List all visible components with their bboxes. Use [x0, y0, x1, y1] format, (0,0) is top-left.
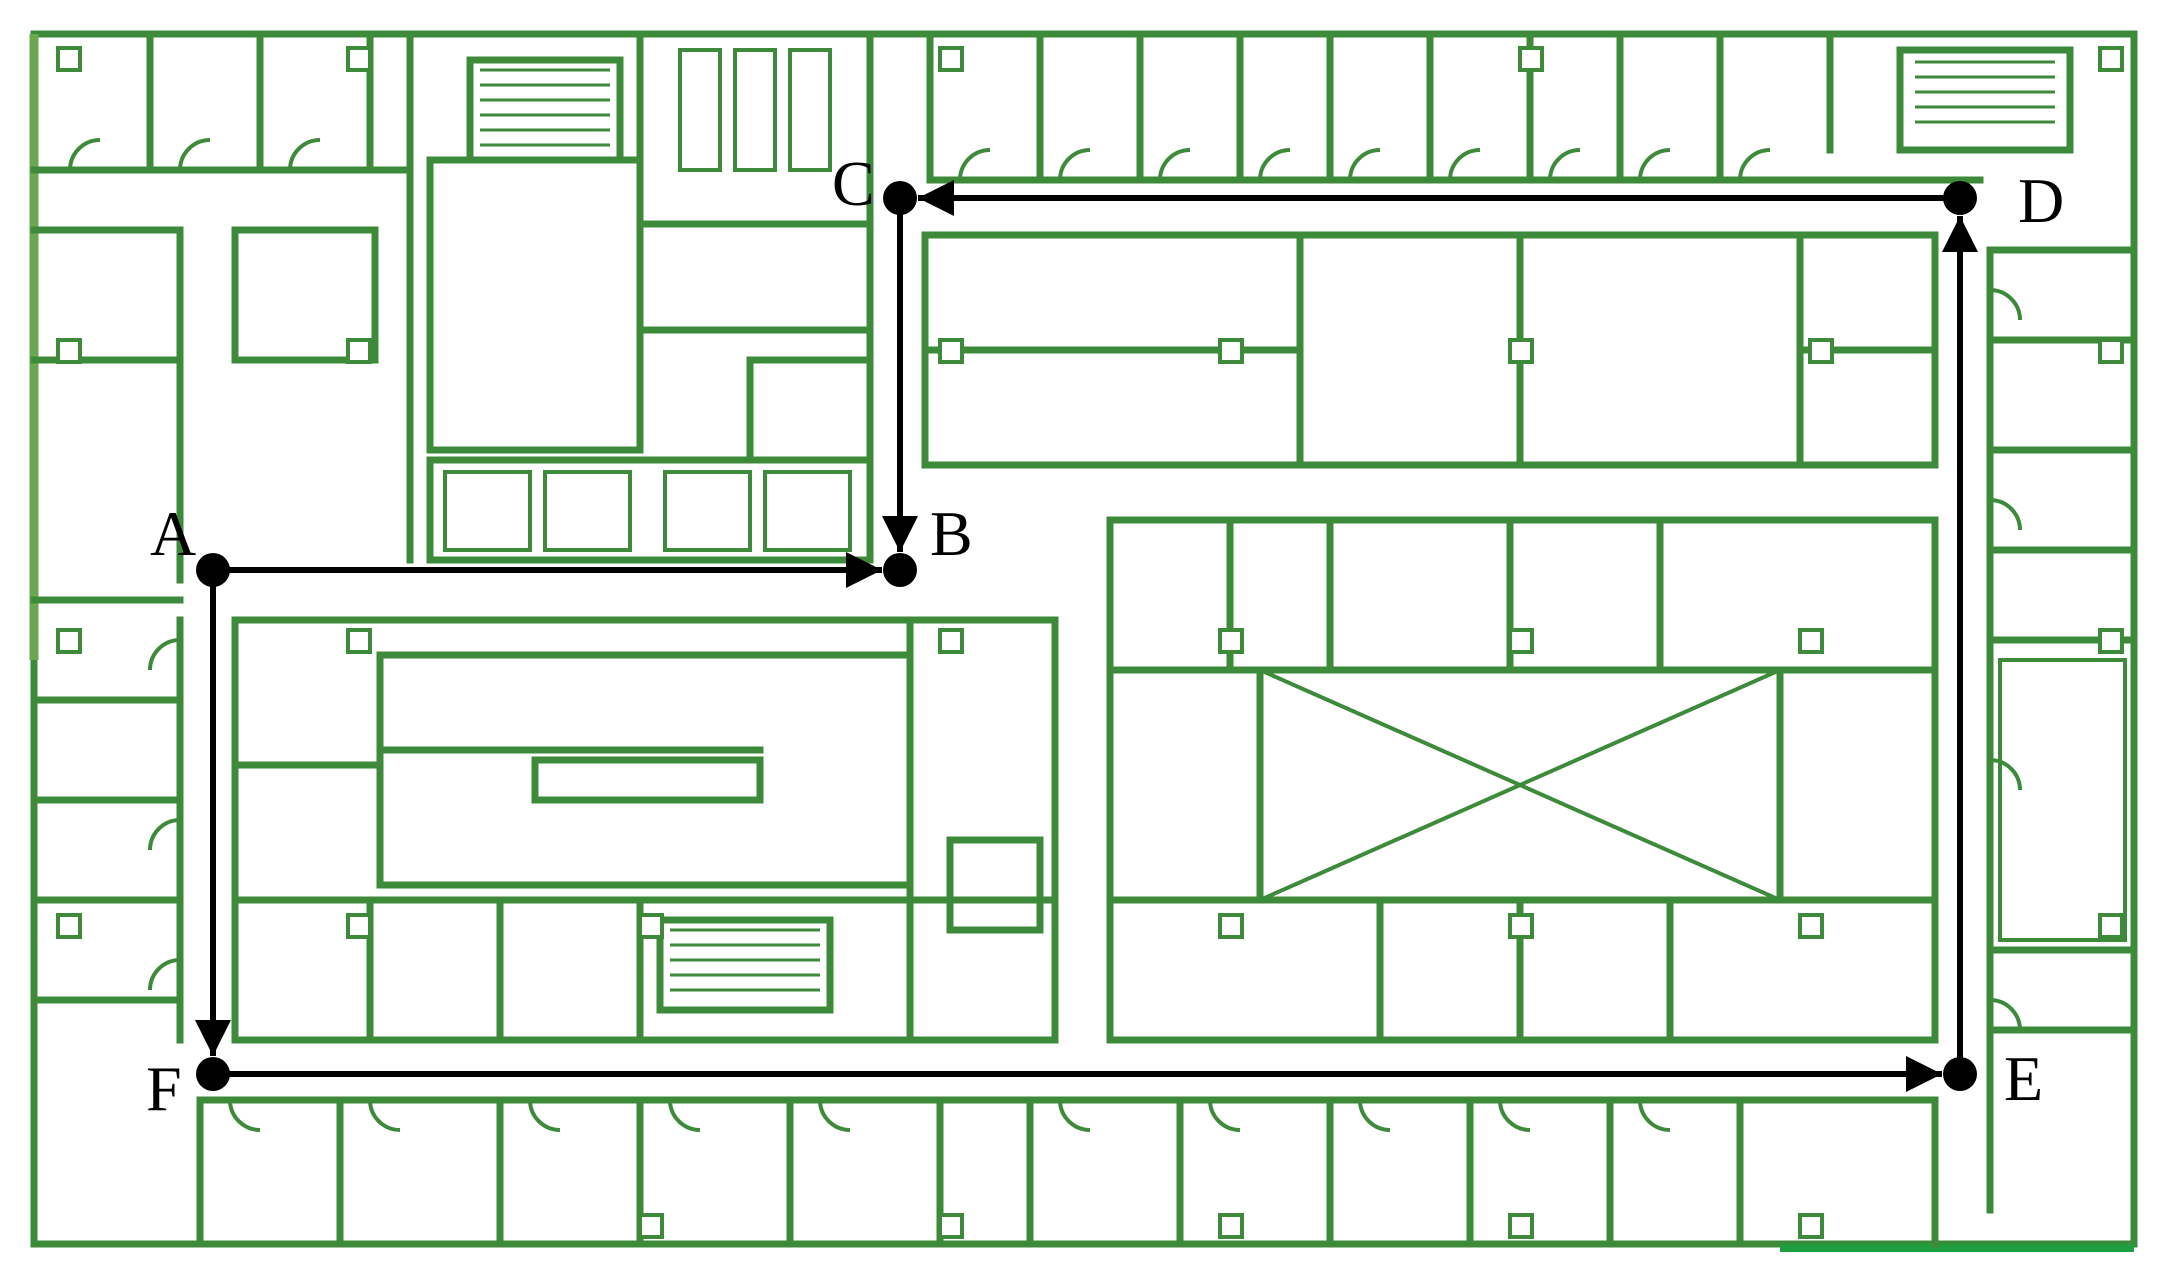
top-left-core	[426, 30, 874, 564]
upper-middle-block	[921, 231, 1939, 469]
right-offices	[1986, 246, 2138, 1214]
route-overlay: A B C D E F	[146, 148, 2064, 1124]
node-label-e: E	[2004, 1043, 2043, 1114]
node-a	[196, 553, 230, 587]
structural-columns	[56, 46, 2124, 1239]
node-label-b: B	[930, 498, 973, 569]
node-d	[1943, 181, 1977, 215]
top-offices	[926, 30, 2074, 184]
node-label-c: C	[832, 148, 875, 219]
node-e	[1943, 1057, 1977, 1091]
left-offices	[30, 596, 184, 1044]
lower-left-block	[231, 616, 1059, 1044]
top-left-offices	[30, 30, 414, 584]
lower-middle-block	[1106, 516, 1939, 1044]
node-b	[883, 553, 917, 587]
node-f	[196, 1057, 230, 1091]
node-label-f: F	[146, 1053, 182, 1124]
node-label-d: D	[2018, 165, 2064, 236]
node-c	[883, 181, 917, 215]
door-swings	[68, 138, 2022, 1132]
atrium-diagonal-2	[1259, 668, 1781, 902]
node-label-a: A	[150, 498, 196, 569]
